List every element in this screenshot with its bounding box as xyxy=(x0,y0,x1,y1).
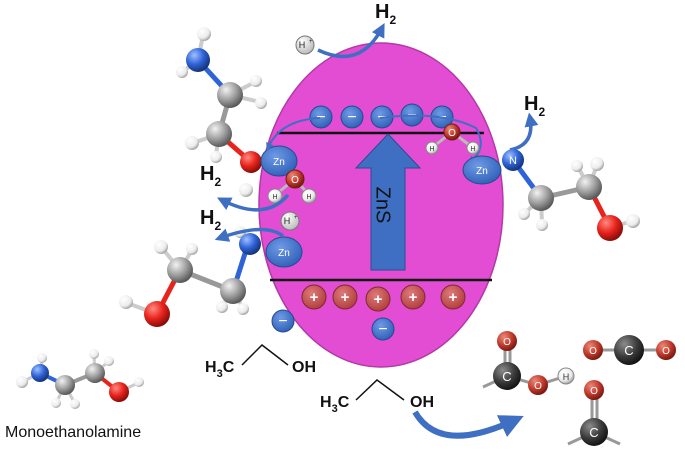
svg-text:H: H xyxy=(284,216,291,226)
svg-text:H: H xyxy=(306,194,311,201)
zn-left-upper: Zn xyxy=(260,145,298,177)
svg-text:+: + xyxy=(294,215,298,221)
hole: + xyxy=(400,284,426,310)
svg-text:O: O xyxy=(291,175,299,186)
hydrogen-small xyxy=(239,183,253,197)
h2-right: H2 xyxy=(524,93,545,119)
svg-text:N: N xyxy=(509,155,517,167)
svg-text:−: − xyxy=(316,109,325,126)
h2-left-lower: H2 xyxy=(200,207,221,233)
acetic-acid: O C O H xyxy=(482,331,575,395)
hydroxyl-right: O H H xyxy=(425,123,480,155)
svg-text:Zn: Zn xyxy=(278,248,290,259)
svg-text:+: + xyxy=(309,39,313,45)
zns-label: ZnS xyxy=(372,187,394,224)
svg-text:H: H xyxy=(272,194,277,201)
svg-text:O: O xyxy=(534,381,542,392)
excitation-arrow xyxy=(354,133,422,271)
svg-text:O: O xyxy=(503,337,511,348)
arrow-left-h2-lower xyxy=(214,227,285,242)
hole: + xyxy=(301,284,327,310)
svg-text:H3C: H3C xyxy=(205,359,235,380)
hole: + xyxy=(365,286,391,312)
carbon-dioxide: O C O xyxy=(583,335,676,365)
monoethanolamine-right: N xyxy=(502,149,640,241)
hydroxyl-left: O H H xyxy=(267,169,317,204)
svg-text:OH: OH xyxy=(292,359,316,376)
svg-text:H: H xyxy=(470,146,475,153)
ethanol-lower: H3C OH xyxy=(320,379,434,415)
hole-row: + + + + + xyxy=(301,284,466,312)
h2-left-upper: H2 xyxy=(200,163,221,189)
electron: − xyxy=(309,105,333,129)
svg-text:H3C: H3C xyxy=(320,394,350,415)
electron: − xyxy=(340,105,364,129)
svg-text:O: O xyxy=(590,386,598,397)
carbonyl-molecule: O C xyxy=(567,380,621,446)
monoethanolamine-legend-molecule xyxy=(16,349,144,409)
arrow-right-h2 xyxy=(509,112,539,152)
svg-text:+: + xyxy=(449,289,458,306)
ethanol-center: H3C OH xyxy=(205,344,316,380)
zn-left-lower: Zn xyxy=(265,236,303,268)
svg-text:+: + xyxy=(310,289,319,306)
svg-text:H: H xyxy=(429,146,434,153)
svg-text:C: C xyxy=(624,343,633,358)
arrow-left-h2-upper xyxy=(217,193,290,212)
free-electron: − xyxy=(371,317,395,341)
svg-text:C: C xyxy=(589,425,598,440)
svg-text:H: H xyxy=(563,372,570,382)
monoethanolamine-left-lower xyxy=(119,226,251,327)
svg-text:+: + xyxy=(409,289,418,306)
svg-text:C: C xyxy=(502,369,511,384)
svg-text:+: + xyxy=(374,291,383,308)
arrow-right-surface xyxy=(379,114,482,164)
svg-text:OH: OH xyxy=(410,394,434,411)
svg-text:+: + xyxy=(341,289,350,306)
nitrogen-left-lower xyxy=(239,233,261,255)
svg-text:O: O xyxy=(662,346,670,357)
h-plus-left: H + xyxy=(280,211,300,231)
arrow-top xyxy=(317,23,385,59)
free-electron: − xyxy=(271,309,295,333)
svg-text:O: O xyxy=(448,128,456,139)
svg-text:H: H xyxy=(299,40,306,50)
zn-right: Zn xyxy=(462,155,502,185)
hole: + xyxy=(440,284,466,310)
monoethanolamine-left-upper xyxy=(176,27,267,173)
svg-text:O: O xyxy=(589,346,597,357)
h2-top: H2 xyxy=(375,1,396,27)
h-plus-top: H + xyxy=(295,35,315,55)
svg-text:Zn: Zn xyxy=(476,166,488,177)
svg-text:−: − xyxy=(378,321,387,338)
svg-text:−: − xyxy=(347,109,356,126)
oxidation-arrow xyxy=(412,410,524,439)
svg-text:−: − xyxy=(278,313,287,330)
svg-text:Zn: Zn xyxy=(273,157,285,168)
hole: + xyxy=(332,284,358,310)
arrow-left-surface xyxy=(266,117,321,151)
monoethanolamine-caption: Monoethanolamine xyxy=(5,424,141,441)
